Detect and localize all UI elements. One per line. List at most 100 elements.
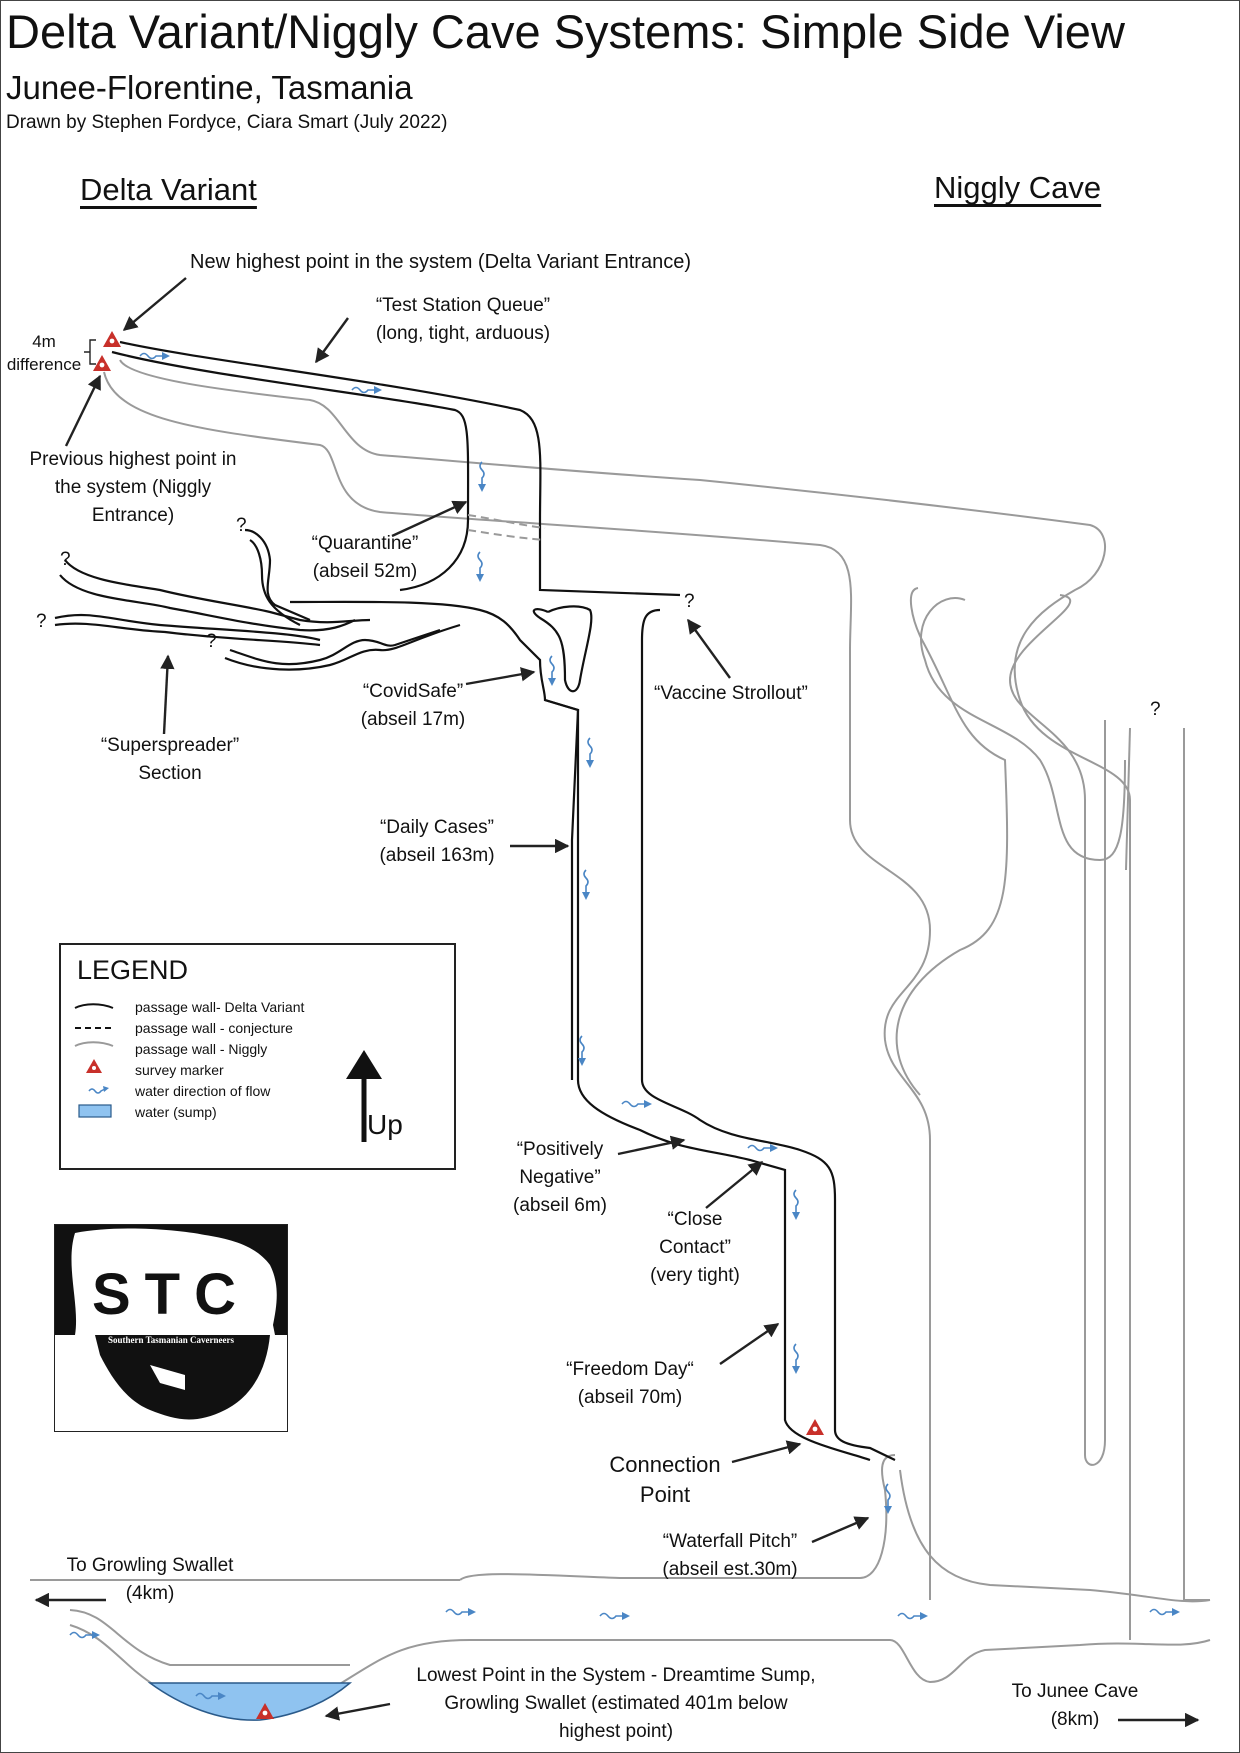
label-covidsafe: “CovidSafe” (abseil 17m) bbox=[338, 678, 488, 734]
diagram-subtitle: Junee-Florentine, Tasmania bbox=[6, 69, 413, 106]
survey-marker-icon bbox=[86, 1059, 102, 1073]
label-line: (8km) bbox=[1050, 1709, 1100, 1730]
arrow-freedom bbox=[719, 1323, 780, 1365]
flow-arrow bbox=[577, 1035, 587, 1067]
unknown-lead-marker: ? bbox=[1150, 699, 1161, 720]
grey-line-icon bbox=[74, 1041, 114, 1047]
label-line: Previous highest point in bbox=[29, 449, 237, 470]
water-flow-icon bbox=[88, 1086, 109, 1094]
flow-arrow bbox=[581, 869, 591, 901]
flow-arrow bbox=[621, 1099, 653, 1109]
legend-title: LEGEND bbox=[77, 955, 189, 985]
flow-arrow bbox=[477, 461, 487, 493]
delta-wall-quarantine-base bbox=[289, 600, 871, 1462]
legend-item-survey-marker: survey marker bbox=[135, 1062, 224, 1078]
label-line: “Daily Cases” bbox=[379, 817, 495, 838]
arrow-quarantine bbox=[391, 500, 468, 538]
arrow-lowest-point bbox=[324, 1702, 391, 1721]
legend-item-water-sump: water (sump) bbox=[135, 1104, 217, 1120]
diagram-title: Delta Variant/Niggly Cave Systems: Simpl… bbox=[6, 5, 1125, 58]
legend-item-delta-wall: passage wall- Delta Variant bbox=[135, 999, 305, 1015]
annotation-arrows bbox=[34, 277, 1200, 1728]
flow-arrow bbox=[1149, 1607, 1181, 1617]
flow-arrow bbox=[475, 551, 485, 583]
flow-arrow bbox=[351, 385, 383, 395]
niggly-wall-bottom-left bbox=[69, 1609, 350, 1666]
label-lowest-point: Lowest Point in the System - Dreamtime S… bbox=[386, 1662, 846, 1746]
arrow-positively bbox=[617, 1135, 686, 1156]
niggly-wall-bottom-trunk-upper bbox=[30, 1469, 1211, 1603]
unknown-lead-marker: ? bbox=[60, 549, 71, 570]
label-line: (abseil 52m) bbox=[312, 561, 418, 582]
flow-arrow bbox=[585, 737, 595, 769]
sump-water bbox=[147, 1682, 353, 1721]
arrow-connection bbox=[731, 1440, 802, 1464]
label-line: highest point) bbox=[558, 1721, 674, 1742]
conjecture-passage-2 bbox=[467, 529, 546, 541]
survey-marker-delta-entrance bbox=[103, 331, 121, 347]
label-line: 4m bbox=[32, 332, 56, 351]
tasmania-map-icon bbox=[55, 1225, 287, 1420]
label-4m-difference: 4m difference bbox=[2, 330, 86, 376]
label-to-junee-cave: To Junee Cave (8km) bbox=[1000, 1678, 1150, 1734]
niggly-wall-right-1 bbox=[1125, 727, 1131, 871]
unknown-lead-marker: ? bbox=[36, 611, 47, 632]
label-line: “Positively bbox=[516, 1139, 604, 1160]
label-quarantine: “Quarantine” (abseil 52m) bbox=[290, 530, 440, 586]
label-line: “Quarantine” bbox=[311, 533, 419, 554]
solid-line-icon bbox=[74, 1003, 114, 1009]
legend-item-conjecture: passage wall - conjecture bbox=[135, 1020, 293, 1036]
label-line: Entrance) bbox=[91, 505, 175, 526]
section-title-delta-variant: Delta Variant bbox=[80, 172, 257, 207]
niggly-wall-entrance-upper bbox=[119, 359, 1131, 1640]
label-line: (long, tight, arduous) bbox=[375, 323, 551, 344]
diagram-credit: Drawn by Stephen Fordyce, Ciara Smart (J… bbox=[6, 112, 448, 133]
niggly-wall-bottom-upper bbox=[459, 1454, 896, 1581]
label-daily-cases: “Daily Cases” (abseil 163m) bbox=[362, 814, 512, 870]
label-close-contact: “Close Contact” (very tight) bbox=[630, 1206, 760, 1290]
delta-wall-loop-upper bbox=[244, 528, 311, 622]
delta-wall-covidsafe-loop bbox=[532, 605, 593, 693]
delta-wall-test-station-lower bbox=[111, 350, 470, 592]
label-line: To Junee Cave bbox=[1011, 1681, 1139, 1702]
flow-arrow bbox=[747, 1143, 779, 1153]
label-line: (abseil 163m) bbox=[379, 845, 495, 866]
delta-wall-superspreader-lower bbox=[59, 574, 356, 632]
label-line: Connection bbox=[609, 1452, 721, 1477]
label-to-growling-swallet: To Growling Swallet (4km) bbox=[40, 1552, 260, 1608]
stc-logo: STC Southern Tasmanian Caverneers bbox=[54, 1224, 288, 1432]
label-line: “Waterfall Pitch” bbox=[662, 1531, 798, 1552]
legend-item-water-flow: water direction of flow bbox=[135, 1083, 271, 1099]
niggly-wall-mid bbox=[919, 597, 1126, 862]
legend-box: LEGEND passage wall- Delta Variant passa… bbox=[59, 943, 456, 1170]
flow-arrow bbox=[599, 1611, 631, 1621]
label-line: Contact” bbox=[659, 1237, 731, 1258]
flow-arrow bbox=[791, 1343, 801, 1375]
flow-arrow bbox=[547, 655, 557, 687]
label-line: “CovidSafe” bbox=[362, 681, 464, 702]
delta-wall-loop-lower bbox=[249, 539, 301, 626]
label-line: (abseil 6m) bbox=[513, 1195, 607, 1216]
delta-wall-test-station-upper bbox=[119, 340, 681, 597]
niggly-passage-walls bbox=[30, 359, 1211, 1715]
label-positively-negative: “Positively Negative” (abseil 6m) bbox=[500, 1136, 620, 1220]
unknown-lead-marker: ? bbox=[236, 515, 247, 536]
arrow-close-contact bbox=[705, 1161, 764, 1209]
label-line: “Close bbox=[667, 1209, 723, 1230]
niggly-wall-entrance-lower bbox=[103, 371, 932, 1600]
delta-wall-superspreader-bottom bbox=[54, 622, 321, 647]
niggly-wall-right-2 bbox=[1183, 728, 1210, 1601]
delta-wall-shaft-left bbox=[544, 698, 580, 1080]
label-line: “Superspreader” bbox=[100, 735, 240, 756]
label-superspreader-section: “Superspreader” Section bbox=[80, 732, 260, 788]
delta-wall-lower-branch-2 bbox=[224, 623, 461, 671]
label-line: Section bbox=[138, 763, 202, 784]
delta-passage-walls bbox=[54, 340, 896, 1462]
logo-subtext: Southern Tasmanian Caverneers bbox=[107, 1335, 234, 1345]
difference-bracket bbox=[84, 339, 96, 365]
section-title-niggly-cave: Niggly Cave bbox=[934, 170, 1102, 205]
label-freedom-day: “Freedom Day“ (abseil 70m) bbox=[540, 1356, 720, 1412]
unknown-lead-marker: ? bbox=[206, 631, 217, 652]
label-line: To Growling Swallet bbox=[66, 1555, 234, 1576]
